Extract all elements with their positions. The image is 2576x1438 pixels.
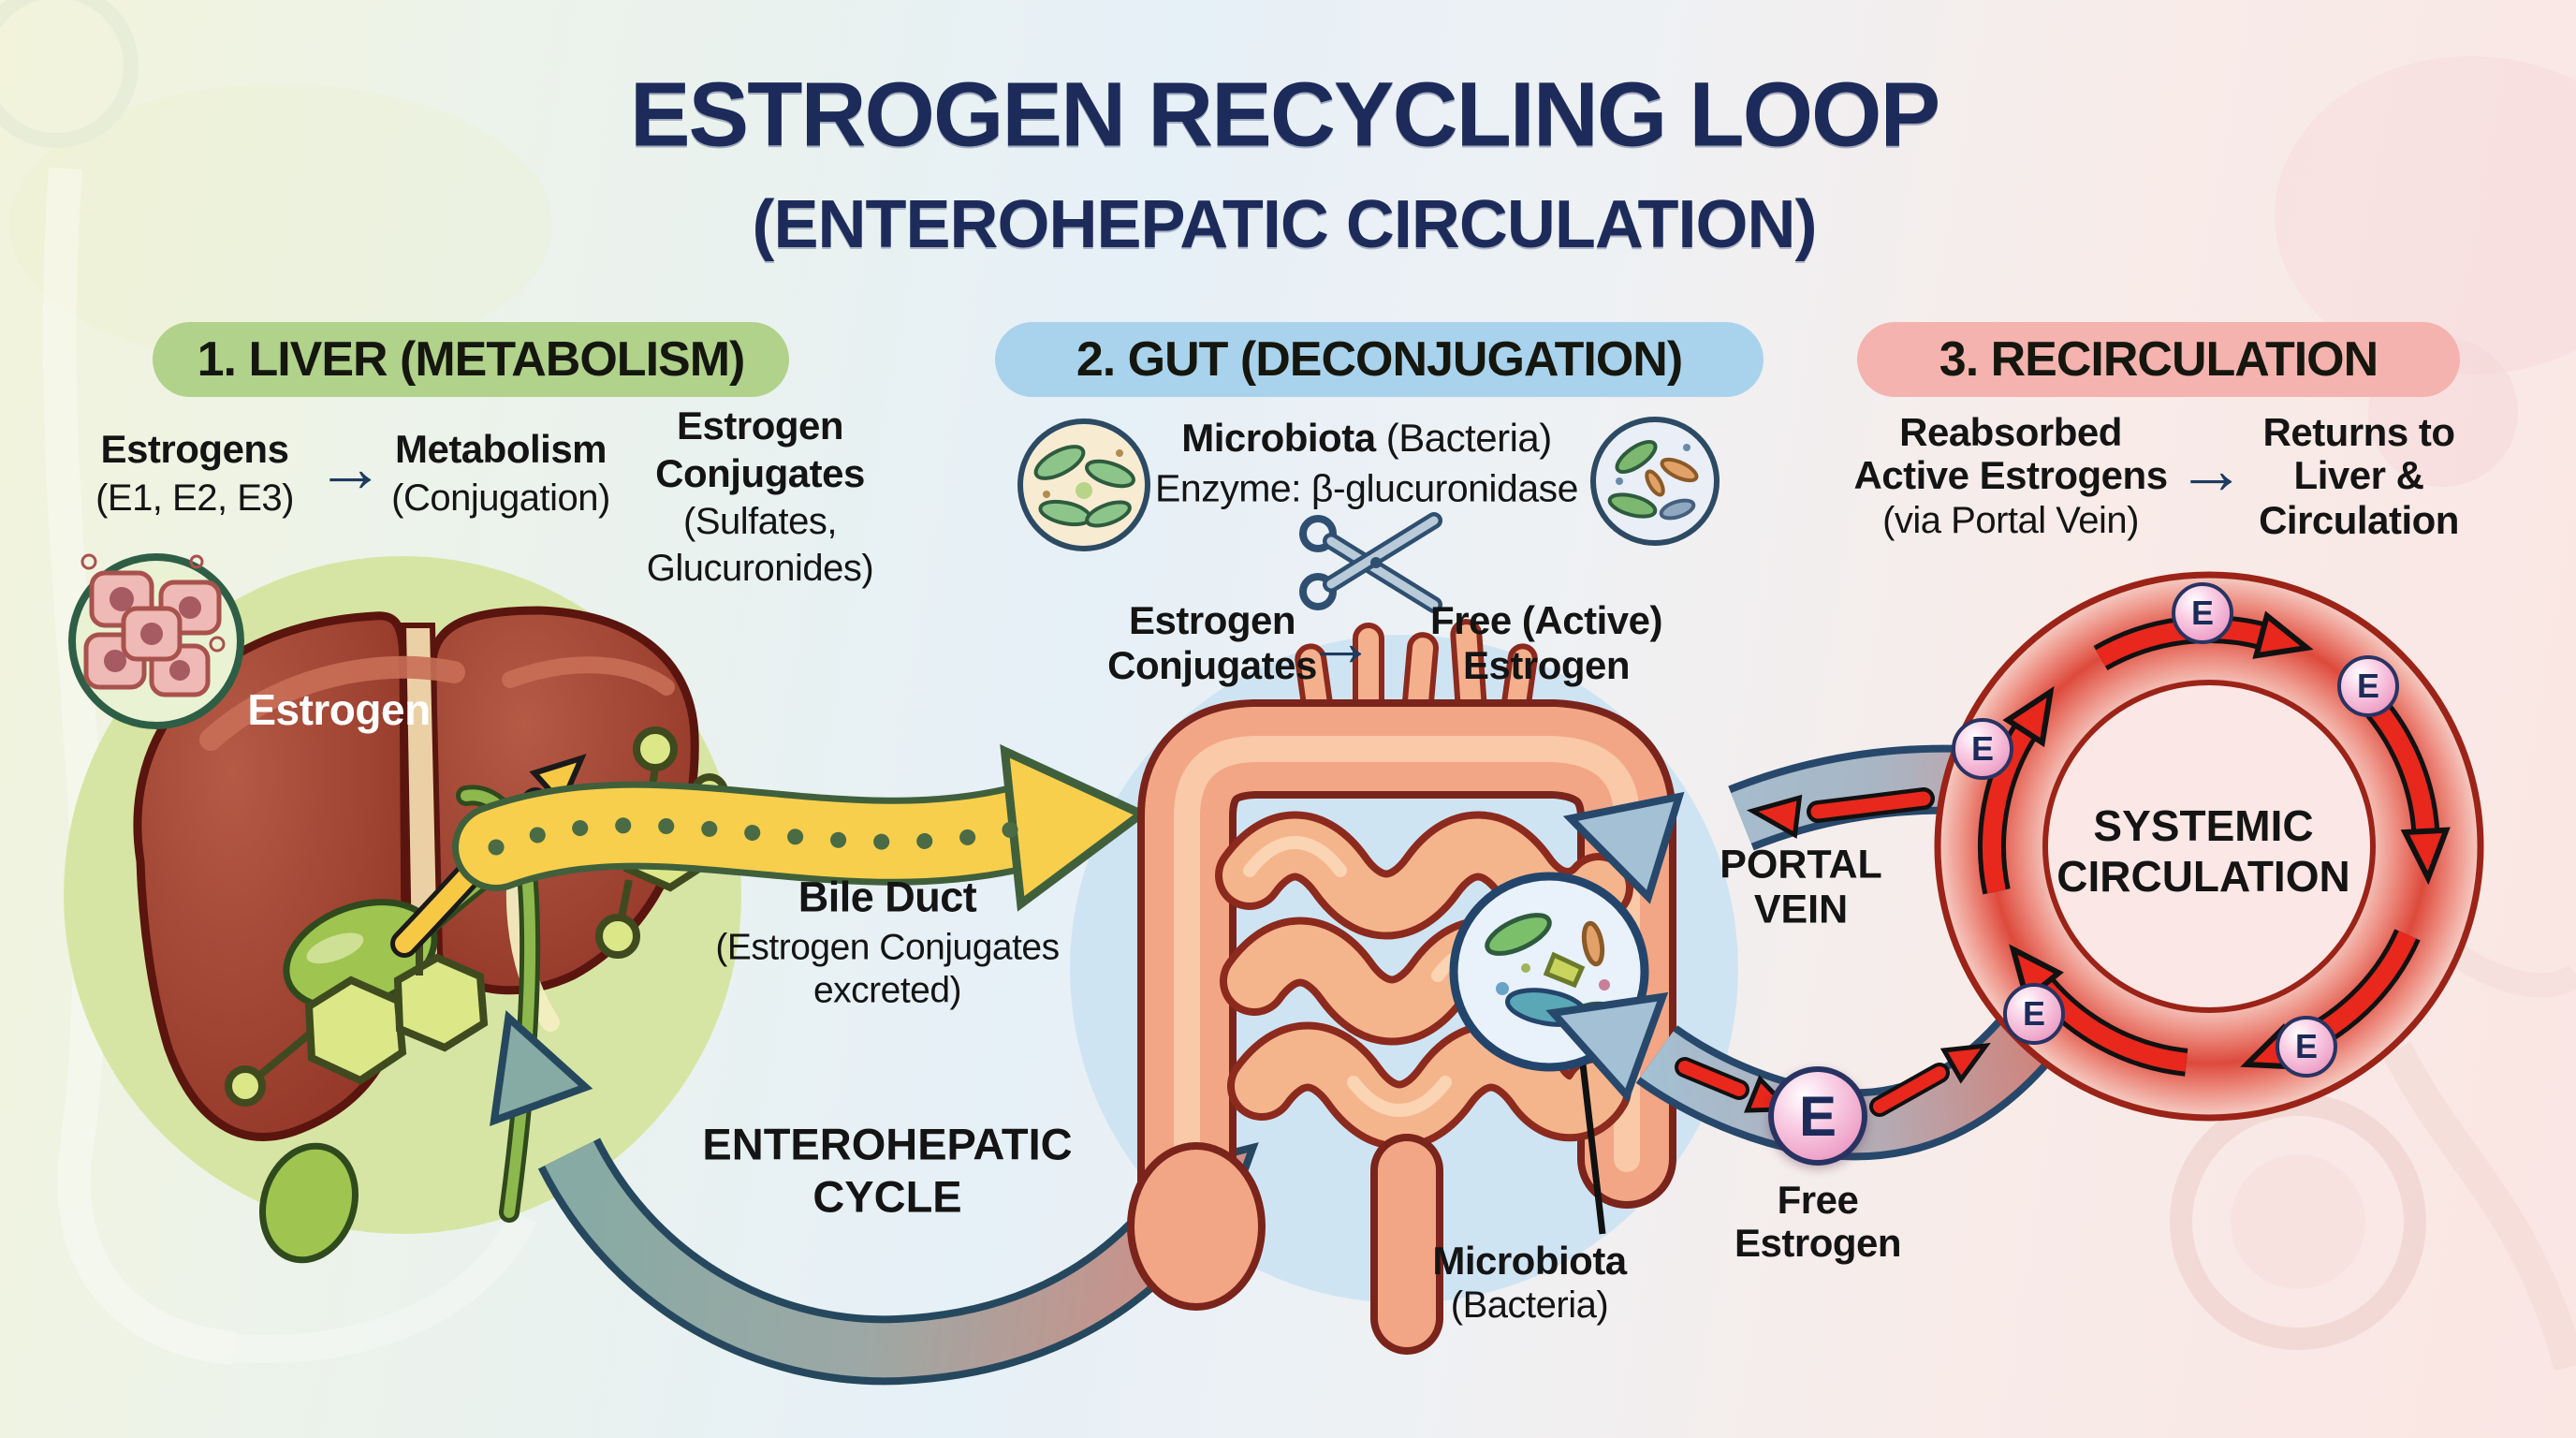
gut-microbiota-line: Microbiota (Bacteria) xyxy=(1181,418,1552,458)
gut-enzyme-line: Enzyme: β-glucuronidase xyxy=(1155,466,1578,510)
estrogen-badge-letter: E xyxy=(2022,994,2045,1033)
free-estrogen-badge-letter: E xyxy=(1798,1084,1837,1148)
recirc-to-line1: Returns to xyxy=(2262,410,2456,454)
bacteria-circle-icon-left xyxy=(1017,418,1150,551)
bile-duct-arrow xyxy=(452,743,1150,912)
estrogen-badge: E xyxy=(2337,655,2399,717)
estrogen-badge: E xyxy=(2276,1016,2337,1078)
gut-conv-from-line1: Estrogen xyxy=(1128,598,1296,642)
gut-conv-from-line2: Conjugates xyxy=(1107,643,1317,687)
estrogen-badge-letter: E xyxy=(2356,667,2379,705)
section-header-recirculation: 3. RECIRCULATION xyxy=(1857,322,2460,397)
liver-step2-sub: (Conjugation) xyxy=(391,477,610,519)
liver-result-line4: Glucuronides) xyxy=(646,548,874,589)
enterohepatic-cycle-label-line2: CYCLE xyxy=(812,1171,962,1222)
gut-conv-to-line1: Free (Active) xyxy=(1430,598,1662,642)
free-estrogen-label-line1: Free xyxy=(1777,1178,1859,1222)
page-subtitle: (ENTEROHEPATIC CIRCULATION) xyxy=(752,187,1818,262)
section-header-gut: 2. GUT (DECONJUGATION) xyxy=(995,322,1764,397)
scissors-icon xyxy=(1299,512,1442,613)
enterohepatic-cycle-arrow xyxy=(490,1010,1259,1386)
recirc-to-line3: Circulation xyxy=(2259,498,2459,542)
section-header-liver: 1. LIVER (METABOLISM) xyxy=(153,322,789,397)
estrogen-badge: E xyxy=(2172,582,2233,644)
gut-microbiota-paren: (Bacteria) xyxy=(1375,416,1553,460)
recirc-from-line3: (via Portal Vein) xyxy=(1882,500,2139,541)
systemic-circulation-ring xyxy=(1934,571,2484,1122)
liver-illustration xyxy=(68,553,728,1264)
recirc-to-line2: Liver & xyxy=(2293,453,2424,497)
recirc-from-line1: Reabsorbed xyxy=(1899,410,2122,454)
estrogen-badge: E xyxy=(1952,718,2013,780)
bile-duct-sub1: (Estrogen Conjugates xyxy=(715,927,1060,968)
estrogen-badge-letter: E xyxy=(1970,729,1994,768)
flow-arrow-icon: → xyxy=(1306,603,1375,681)
gut-microbiota-bold: Microbiota xyxy=(1181,416,1376,460)
microbiota-bottom-sub: (Bacteria) xyxy=(1450,1284,1609,1326)
gut-conv-to-line2: Estrogen xyxy=(1462,643,1631,687)
portal-vein-label-line1: PORTAL xyxy=(1720,842,1882,888)
liver-step2-title: Metabolism xyxy=(394,427,607,471)
liver-step1-title: Estrogens xyxy=(100,427,289,471)
bile-duct-label: Bile Duct xyxy=(798,873,977,921)
liver-result-line3: (Sulfates, xyxy=(683,501,837,542)
estrogen-on-liver-label: Estrogen xyxy=(247,685,431,734)
enterohepatic-cycle-label-line1: ENTEROHEPATIC xyxy=(702,1119,1073,1169)
estrogen-badge-letter: E xyxy=(2294,1027,2318,1065)
recirc-from-line2: Active Estrogens xyxy=(1853,453,2168,497)
section-header-liver-label: 1. LIVER (METABOLISM) xyxy=(197,332,746,387)
free-estrogen-label-line2: Estrogen xyxy=(1734,1221,1902,1265)
cell-cluster-icon xyxy=(68,553,244,729)
estrogen-badge: E xyxy=(2003,983,2065,1045)
section-header-recirculation-label: 3. RECIRCULATION xyxy=(1939,332,2378,387)
gallbladder-secondary xyxy=(258,1142,359,1264)
flow-arrow-icon: → xyxy=(2176,431,2246,508)
free-estrogen-badge: E xyxy=(1768,1066,1867,1166)
systemic-circulation-label-line2: CIRCULATION xyxy=(2056,852,2350,901)
systemic-circulation-label-line1: SYSTEMIC xyxy=(2093,801,2314,850)
portal-vein-label-line2: VEIN xyxy=(1753,887,1849,932)
liver-result-line1: Estrogen xyxy=(676,404,844,448)
flow-arrow-icon: → xyxy=(315,429,385,506)
estrogen-badge-letter: E xyxy=(2190,594,2214,632)
liver-step1-sub: (E1, E2, E3) xyxy=(95,477,294,519)
bile-duct-sub2: excreted) xyxy=(812,970,962,1011)
section-header-gut-label: 2. GUT (DECONJUGATION) xyxy=(1076,332,1683,387)
liver-result-line2: Conjugates xyxy=(655,451,865,495)
page-title: ESTROGEN RECYCLING LOOP xyxy=(629,63,1940,166)
microbiota-bottom-label: Microbiota xyxy=(1432,1239,1627,1283)
bacteria-circle-icon-right xyxy=(1590,417,1720,546)
